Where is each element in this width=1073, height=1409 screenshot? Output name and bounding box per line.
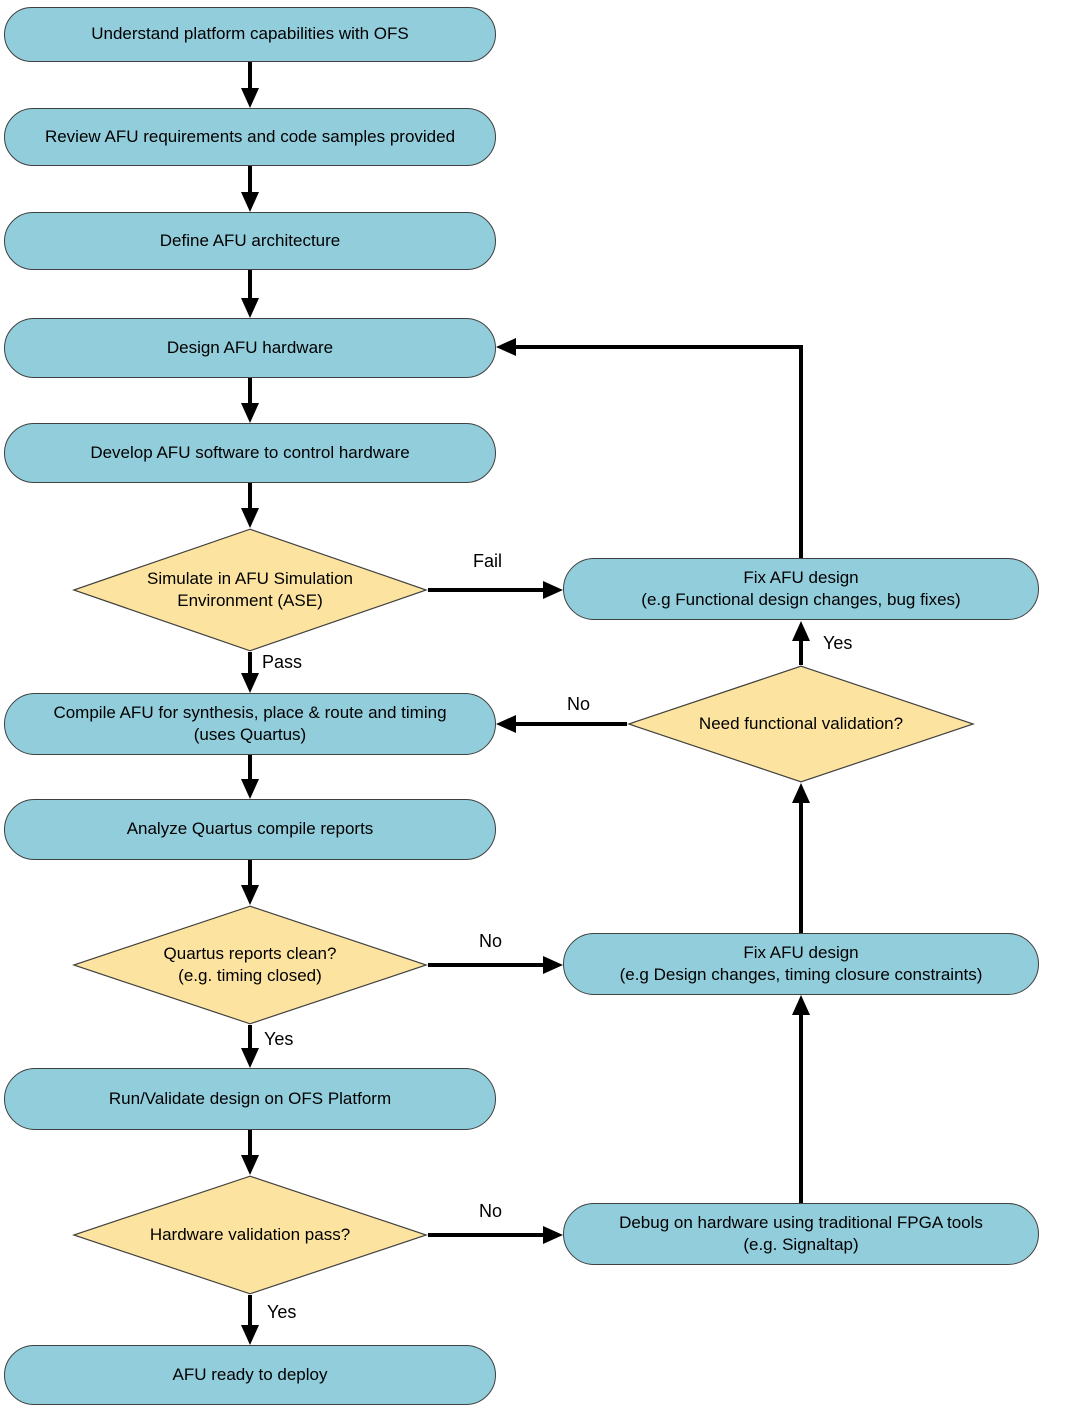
- connector-reports-run-line: [248, 1025, 252, 1048]
- connector-develop-simulate-line: [248, 483, 252, 508]
- node-need-validation-label: Need functional validation?: [698, 713, 904, 733]
- node-review-requirements: Review AFU requirements and code samples…: [4, 108, 496, 166]
- connector-fixfunctional-design-vline: [799, 345, 803, 558]
- edge-label-needvalidation-no: No: [567, 694, 591, 714]
- connector-fixtiming-needvalidation-arrowhead: [792, 783, 810, 803]
- connector-analyze-reports-arrowhead: [241, 885, 259, 905]
- connector-define-design-arrowhead: [241, 298, 259, 318]
- connector-fixfunctional-design-hline: [516, 345, 803, 349]
- connector-hwpass-deploy-line: [248, 1295, 252, 1325]
- connector-hwpass-debug-arrowhead: [543, 1226, 563, 1244]
- node-reports-clean-label: Quartus reports clean? (e.g. timing clos…: [163, 943, 337, 985]
- connector-debug-fixtiming-arrowhead: [792, 995, 810, 1015]
- diamond-shape: [72, 905, 428, 1025]
- connector-design-develop-line: [248, 378, 252, 403]
- node-ready-to-deploy-label: AFU ready to deploy: [172, 1364, 328, 1384]
- connector-understand-review-line: [248, 62, 252, 90]
- node-debug-hardware-label: Debug on hardware using traditional FPGA…: [619, 1212, 983, 1254]
- node-understand-platform: Understand platform capabilities with OF…: [4, 7, 496, 62]
- node-understand-platform-label: Understand platform capabilities with OF…: [91, 24, 409, 44]
- connector-hwpass-debug-line: [428, 1233, 543, 1237]
- connector-review-define-line: [248, 166, 252, 192]
- connector-run-hwpass-arrowhead: [241, 1155, 259, 1175]
- node-ready-to-deploy: AFU ready to deploy: [4, 1345, 496, 1405]
- connector-review-define-arrowhead: [241, 192, 259, 212]
- node-run-validate-label: Run/Validate design on OFS Platform: [108, 1088, 392, 1108]
- connector-compile-analyze-arrowhead: [241, 779, 259, 799]
- connector-fixtiming-needvalidation-line: [799, 803, 803, 933]
- node-fix-functional-design-label: Fix AFU design (e.g Functional design ch…: [641, 567, 961, 609]
- connector-reports-fixtiming-line: [428, 963, 543, 967]
- connector-simulate-compile-line: [248, 652, 252, 673]
- connector-debug-fixtiming-line: [799, 1015, 803, 1203]
- node-design-hardware: Design AFU hardware: [4, 318, 496, 378]
- node-need-validation-decision: Need functional validation?: [627, 665, 975, 783]
- node-review-requirements-label: Review AFU requirements and code samples…: [44, 126, 456, 146]
- connector-analyze-reports-line: [248, 860, 252, 885]
- node-define-architecture: Define AFU architecture: [4, 212, 496, 270]
- connector-design-develop-arrowhead: [241, 403, 259, 423]
- connector-reports-run-arrowhead: [241, 1048, 259, 1068]
- edge-label-reports-yes: Yes: [264, 1029, 294, 1049]
- connector-needvalidation-compile-arrowhead: [496, 715, 516, 733]
- edge-label-hw-no: No: [479, 1201, 503, 1221]
- node-develop-software: Develop AFU software to control hardware: [4, 423, 496, 483]
- connector-simulate-fixfunctional-arrowhead: [543, 581, 563, 599]
- edge-label-reports-no: No: [479, 931, 503, 951]
- connector-compile-analyze-line: [248, 755, 252, 779]
- connector-develop-simulate-arrowhead: [241, 508, 259, 528]
- node-compile-afu: Compile AFU for synthesis, place & route…: [4, 693, 496, 755]
- node-hw-validation-decision: Hardware validation pass?: [72, 1175, 428, 1295]
- connector-reports-fixtiming-arrowhead: [543, 956, 563, 974]
- connector-define-design-line: [248, 270, 252, 298]
- connector-fixfunctional-design-arrowhead: [496, 338, 516, 356]
- node-hw-validation-label: Hardware validation pass?: [149, 1224, 351, 1244]
- diamond-shape: [72, 528, 428, 652]
- node-develop-software-label: Develop AFU software to control hardware: [90, 442, 410, 462]
- edge-label-hw-yes: Yes: [267, 1302, 297, 1322]
- connector-needvalidation-fixfunctional-line: [799, 641, 803, 665]
- node-analyze-reports-label: Analyze Quartus compile reports: [126, 819, 374, 839]
- node-simulate-ase-label: Simulate in AFU Simulation Environment (…: [147, 568, 353, 610]
- node-debug-hardware: Debug on hardware using traditional FPGA…: [563, 1203, 1039, 1265]
- connector-run-hwpass-line: [248, 1130, 252, 1155]
- diamond-shape: [627, 665, 975, 783]
- edge-label-pass: Pass: [262, 652, 303, 672]
- connector-needvalidation-compile-line: [516, 722, 627, 726]
- node-compile-afu-label: Compile AFU for synthesis, place & route…: [53, 702, 447, 744]
- edge-label-needvalidation-yes: Yes: [823, 633, 853, 653]
- node-fix-timing-design: Fix AFU design (e.g Design changes, timi…: [563, 933, 1039, 995]
- node-define-architecture-label: Define AFU architecture: [159, 230, 341, 250]
- diamond-shape: [72, 1175, 428, 1295]
- connector-needvalidation-fixfunctional-arrowhead: [792, 621, 810, 641]
- node-run-validate: Run/Validate design on OFS Platform: [4, 1068, 496, 1130]
- node-fix-functional-design: Fix AFU design (e.g Functional design ch…: [563, 558, 1039, 620]
- connector-understand-review-arrowhead: [241, 88, 259, 108]
- connector-simulate-compile-arrowhead: [241, 673, 259, 693]
- node-reports-clean-decision: Quartus reports clean? (e.g. timing clos…: [72, 905, 428, 1025]
- connector-simulate-fixfunctional-line: [428, 588, 545, 592]
- node-simulate-ase-decision: Simulate in AFU Simulation Environment (…: [72, 528, 428, 652]
- node-fix-timing-design-label: Fix AFU design (e.g Design changes, timi…: [619, 942, 983, 984]
- node-design-hardware-label: Design AFU hardware: [166, 337, 334, 357]
- node-analyze-reports: Analyze Quartus compile reports: [4, 799, 496, 860]
- edge-label-fail: Fail: [473, 551, 503, 571]
- connector-hwpass-deploy-arrowhead: [241, 1325, 259, 1345]
